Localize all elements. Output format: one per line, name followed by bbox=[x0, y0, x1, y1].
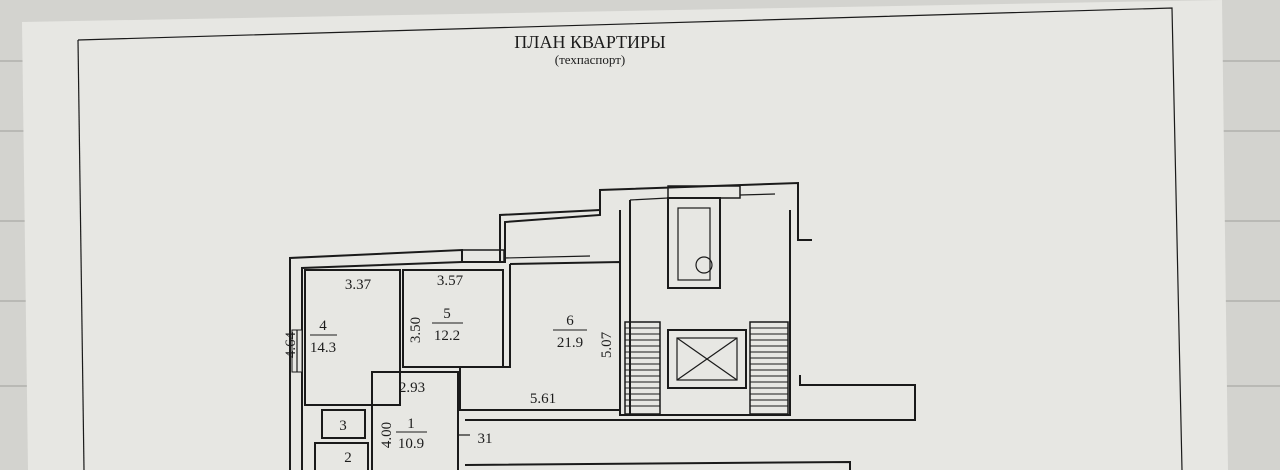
room-6-length: 5.07 bbox=[599, 331, 615, 358]
shaft-circle bbox=[695, 256, 713, 274]
room-6-area: 21.9 bbox=[557, 335, 583, 351]
room-6-width: 5.61 bbox=[530, 391, 556, 407]
room-1-width: 2.93 bbox=[399, 380, 425, 396]
ventilation-shaft bbox=[667, 197, 721, 289]
plan-title: ПЛАН КВАРТИРЫ bbox=[514, 32, 666, 52]
room-3 bbox=[321, 409, 366, 439]
room-5-number: 5 bbox=[443, 306, 451, 322]
page-frame bbox=[77, 7, 1183, 470]
room-1-area: 10.9 bbox=[398, 436, 424, 452]
room-2-number: 2 bbox=[344, 450, 352, 466]
room-5 bbox=[402, 269, 504, 368]
room-4-number: 4 bbox=[319, 318, 327, 334]
page-frame bbox=[77, 39, 85, 470]
room-5-length: 3.50 bbox=[408, 317, 424, 343]
stair-flight bbox=[749, 321, 789, 415]
room-2 bbox=[314, 442, 369, 470]
room-4-area: 14.3 bbox=[310, 340, 336, 356]
plan-subtitle: (техпаспорт) bbox=[555, 52, 625, 67]
paper-sheet bbox=[22, 0, 1228, 470]
floor-plan bbox=[289, 181, 916, 470]
room-1-number: 1 bbox=[407, 416, 415, 432]
room-5-area: 12.2 bbox=[434, 328, 460, 344]
corridor-mark: 31 bbox=[478, 431, 493, 447]
elevator bbox=[667, 329, 747, 389]
room-5-width: 3.57 bbox=[437, 273, 464, 289]
room-1-length: 4.00 bbox=[379, 422, 395, 448]
stairs bbox=[624, 321, 789, 415]
room-6-number: 6 bbox=[566, 313, 574, 329]
room-4-length: 4.64 bbox=[283, 331, 299, 358]
room-1 bbox=[371, 371, 459, 470]
stair-flight bbox=[624, 321, 661, 415]
room-4-width: 3.37 bbox=[345, 277, 372, 293]
room-3-number: 3 bbox=[339, 418, 347, 434]
